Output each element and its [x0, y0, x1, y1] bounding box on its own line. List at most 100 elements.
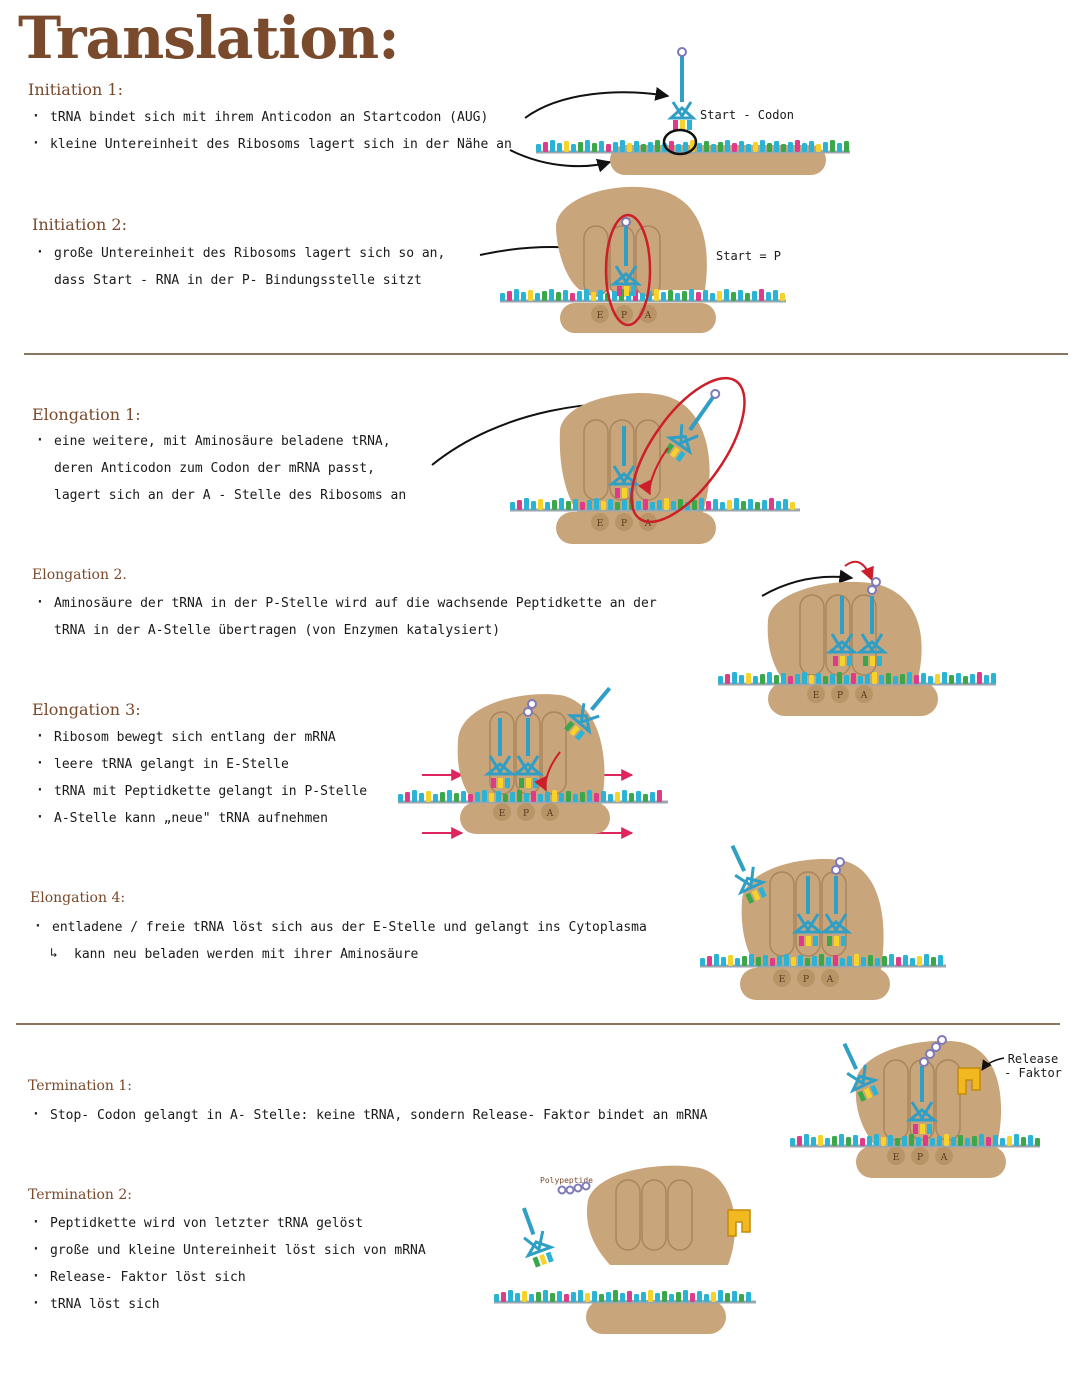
list-item: tRNA löst sich — [28, 1290, 426, 1318]
site-label: A — [546, 809, 554, 819]
heading-initiation-1: Initiation 1: — [28, 80, 123, 99]
list-termination-2: Peptidkette wird von letzter tRNA gelöst… — [28, 1209, 426, 1318]
list-item: Ribosom bewegt sich entlang der mRNA — [32, 723, 367, 751]
list-termination-1: Stop- Codon gelangt in A- Stelle: keine … — [28, 1101, 707, 1129]
page-title: Translation: — [18, 4, 400, 72]
release-factor-free — [727, 1209, 751, 1237]
mrna-strand — [494, 1290, 756, 1304]
list-item: lagert sich an der A - Stelle des Riboso… — [54, 488, 407, 503]
small-subunit — [768, 682, 938, 716]
trna-in-p-site — [609, 217, 643, 296]
mrna-strand — [790, 1134, 1040, 1148]
site-label: A — [644, 519, 652, 529]
list-item: Aminosäure der tRNA in der P-Stelle wird… — [32, 589, 657, 617]
list-item: kleine Untereinheit des Ribosoms lagert … — [28, 130, 512, 158]
red-arrow-peptide-transfer — [844, 560, 874, 582]
list-initiation-2: große Untereinheit des Ribosoms lagert s… — [32, 239, 445, 294]
list-item: Peptidkette wird von letzter tRNA gelöst — [28, 1209, 426, 1237]
p-site-highlight — [604, 213, 652, 327]
list-item: große und kleine Untereinheit löst sich … — [28, 1236, 426, 1264]
mrna-strand — [510, 498, 800, 512]
list-item: kann neu beladen werden mit ihrer Aminos… — [30, 940, 647, 968]
list-elongation-2: Aminosäure der tRNA in der P-Stelle wird… — [32, 589, 657, 644]
start-codon-circle — [662, 128, 698, 156]
site-label: P — [837, 691, 843, 701]
trna-p-site — [905, 1066, 939, 1134]
site-label: E — [893, 1153, 900, 1163]
site-label: P — [621, 519, 627, 529]
list-initiation-1: tRNA bindet sich mit ihrem Anticodon an … — [28, 103, 512, 158]
label-polypeptide: Polypeptide — [540, 1176, 593, 1185]
trna-start — [667, 47, 697, 130]
diagram-termination-2 — [494, 1165, 756, 1334]
list-elongation-3: Ribosom bewegt sich entlang der mRNA lee… — [32, 723, 367, 832]
list-item: leere tRNA gelangt in E-Stelle — [32, 750, 367, 778]
site-label: P — [621, 311, 627, 321]
list-item: tRNA bindet sich mit ihrem Anticodon an … — [28, 103, 512, 131]
peptide-free — [557, 1181, 591, 1195]
list-item: tRNA mit Peptidkette gelangt in P-Stelle — [32, 777, 367, 805]
heading-initiation-2: Initiation 2: — [32, 215, 127, 234]
trna-released — [730, 844, 768, 904]
arrow-to-trna — [524, 87, 670, 119]
list-item: Release- Faktor löst sich — [28, 1263, 426, 1291]
site-label: A — [860, 691, 868, 701]
mrna-strand — [700, 954, 946, 968]
diagram-initiation-1 — [509, 47, 850, 175]
list-item: entladene / freie tRNA löst sich aus der… — [30, 913, 647, 941]
list-item: dass Start - RNA in der P- Bindungsstell… — [54, 273, 422, 288]
mrna-strand — [536, 140, 850, 154]
small-subunit — [740, 968, 890, 1000]
small-subunit-dissociated — [586, 1300, 726, 1334]
small-subunit — [460, 802, 610, 834]
heading-elongation-2: Elongation 2. — [32, 567, 127, 583]
site-label: P — [803, 975, 809, 985]
trna-leaving — [564, 686, 612, 741]
site-label: P — [917, 1153, 923, 1163]
site-label: E — [597, 519, 604, 529]
site-label: E — [499, 809, 506, 819]
red-arrow-into-a-site — [638, 447, 669, 496]
list-item: A-Stelle kann „neue" tRNA aufnehmen — [32, 804, 367, 832]
label-release-factor: Release - Faktor — [1004, 1052, 1062, 1080]
list-item: deren Anticodon zum Codon der mRNA passt… — [54, 461, 375, 476]
mrna-strand — [500, 289, 786, 303]
site-label: E — [779, 975, 786, 985]
peptide-chain — [919, 1035, 947, 1067]
divider-initiation — [24, 353, 1068, 355]
site-label: P — [523, 809, 529, 819]
heading-elongation-4: Elongation 4: — [30, 890, 126, 906]
site-label: E — [597, 311, 604, 321]
label-start-p: Start = P — [716, 249, 782, 263]
list-item: große Untereinheit des Ribosoms lagert s… — [32, 239, 445, 267]
list-item: tRNA in der A-Stelle übertragen (von Enz… — [54, 623, 501, 638]
list-elongation-4: entladene / freie tRNA löst sich aus der… — [30, 913, 647, 968]
divider-elongation — [16, 1023, 1060, 1025]
arrow-to-ribosome — [761, 569, 854, 597]
arrow-release-factor — [981, 1057, 1005, 1071]
heading-elongation-3: Elongation 3: — [32, 700, 141, 719]
heading-elongation-1: Elongation 1: — [32, 405, 141, 424]
arrow-to-small-subunit — [509, 149, 612, 173]
mrna-strand — [718, 672, 996, 686]
list-item: eine weitere, mit Aminosäure beladene tR… — [32, 427, 406, 455]
site-label: A — [826, 975, 834, 985]
list-item: Stop- Codon gelangt in A- Stelle: keine … — [28, 1101, 707, 1129]
red-arrow-translocation — [534, 751, 561, 792]
label-start-codon: Start - Codon — [700, 108, 794, 122]
incoming-trna-highlight — [630, 376, 746, 524]
site-label: A — [940, 1153, 948, 1163]
list-elongation-1: eine weitere, mit Aminosäure beladene tR… — [32, 427, 407, 509]
trna-released — [842, 1042, 880, 1102]
site-label: A — [644, 311, 652, 321]
heading-termination-2: Termination 2: — [28, 1187, 132, 1203]
site-label: E — [813, 691, 820, 701]
mrna-strand — [398, 790, 668, 804]
heading-termination-1: Termination 1: — [28, 1078, 132, 1094]
release-factor — [957, 1067, 981, 1095]
